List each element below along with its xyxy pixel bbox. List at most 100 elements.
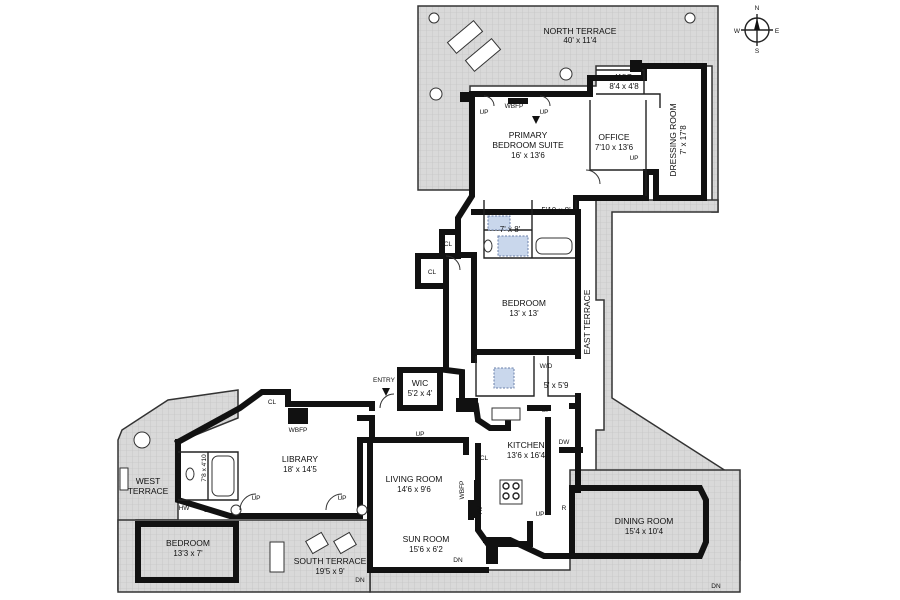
west-terrace-name-1: WEST bbox=[136, 476, 161, 486]
up-label: UP bbox=[535, 511, 544, 518]
primary-suite-name-1: PRIMARY bbox=[509, 130, 548, 140]
north-terrace-dim: 40' x 11'4 bbox=[563, 36, 597, 45]
column-kitchen bbox=[456, 398, 478, 412]
toilet-west bbox=[185, 467, 195, 481]
planter bbox=[428, 12, 440, 24]
column-office bbox=[460, 92, 470, 102]
shower-lower bbox=[493, 367, 515, 389]
lounge-chair-south bbox=[333, 531, 357, 555]
toilet-suite bbox=[483, 239, 493, 253]
compass-s: S bbox=[755, 48, 760, 55]
compass-e: E bbox=[775, 28, 780, 35]
bath-primary-dim: 5'10 x 8' bbox=[541, 206, 571, 215]
wbfp-label: WBFP bbox=[505, 103, 524, 110]
dishwasher-label: DW bbox=[559, 439, 571, 446]
entry-label: ENTRY bbox=[373, 377, 396, 384]
wic-top-name: WIC bbox=[616, 72, 633, 82]
dn-label: DN bbox=[453, 557, 463, 564]
planter bbox=[429, 87, 443, 101]
dressing-room-dim: 7' x 17'8 bbox=[679, 125, 688, 155]
living-room-dim: 14'6 x 9'6 bbox=[397, 485, 431, 494]
up-label: UP bbox=[203, 507, 212, 514]
entry-spine-wall bbox=[443, 283, 465, 403]
entry-arrow bbox=[382, 388, 390, 396]
closet-label: CL bbox=[444, 241, 453, 248]
primary-suite-name-2: BEDROOM SUITE bbox=[492, 140, 564, 150]
lounge-chair bbox=[464, 38, 502, 72]
library-east-wall bbox=[357, 415, 375, 443]
up-label: UP bbox=[539, 109, 548, 116]
bath-west-walls bbox=[178, 451, 239, 501]
tub-west bbox=[211, 455, 235, 497]
fireplace-library bbox=[288, 408, 308, 424]
up-label: UP bbox=[415, 431, 424, 438]
sun-room-dim: 15'6 x 6'2 bbox=[409, 545, 443, 554]
wic-entry-name: WIC bbox=[412, 378, 429, 388]
north-terrace-name: NORTH TERRACE bbox=[544, 26, 617, 36]
dining-room-name: DINING ROOM bbox=[615, 516, 674, 526]
office-dim: 7'10 x 13'6 bbox=[595, 143, 634, 152]
wic-entry-walls bbox=[397, 367, 443, 411]
column-ne bbox=[630, 60, 642, 72]
west-terrace-name-2: TERRACE bbox=[128, 486, 169, 496]
library-walls bbox=[173, 389, 375, 519]
bedroom-mid-dim: 13' x 13' bbox=[509, 309, 539, 318]
compass-n: N bbox=[755, 5, 760, 12]
fireplace-suite bbox=[508, 98, 528, 104]
north-terrace-area bbox=[417, 5, 719, 213]
planter bbox=[559, 67, 573, 81]
up-label: UP bbox=[479, 109, 488, 116]
office-partition bbox=[589, 100, 647, 196]
compass-w: W bbox=[734, 28, 741, 35]
burner bbox=[512, 492, 520, 500]
round-table bbox=[133, 431, 151, 449]
primary-suite-dim: 16' x 13'6 bbox=[511, 151, 545, 160]
washer-dryer-label: W/D bbox=[540, 363, 553, 370]
lower-bath-walls bbox=[475, 356, 578, 397]
up-label: UP bbox=[251, 495, 260, 502]
chaise bbox=[119, 467, 129, 491]
dining-table-terrace bbox=[269, 541, 285, 573]
door-swing bbox=[239, 493, 257, 511]
south-terrace-dim: 19'5 x 9' bbox=[315, 567, 345, 576]
shower-small bbox=[487, 215, 511, 231]
wic-top-wall bbox=[596, 69, 661, 108]
wbfp-label: WBFP bbox=[459, 481, 466, 500]
bath-small-dim: 7' x 8' bbox=[500, 225, 521, 234]
suite-top-wall bbox=[469, 63, 707, 215]
planter bbox=[356, 504, 368, 516]
south-terrace-area bbox=[117, 519, 371, 593]
compass-icon bbox=[741, 14, 773, 46]
burner bbox=[502, 492, 510, 500]
kitchen-island bbox=[491, 407, 521, 421]
planter bbox=[230, 504, 242, 516]
av-label: AV bbox=[477, 505, 484, 514]
living-room-name: LIVING ROOM bbox=[386, 474, 443, 484]
up-label: UP bbox=[629, 155, 638, 162]
closet-label: CL bbox=[428, 269, 437, 276]
library-dim: 18' x 14'5 bbox=[283, 465, 317, 474]
sun-room-name: SUN ROOM bbox=[403, 534, 450, 544]
water-heater-label: HW bbox=[179, 505, 191, 512]
burner bbox=[512, 482, 520, 490]
closet-label: CL bbox=[480, 455, 489, 462]
east-terrace-name: EAST TERRACE bbox=[582, 289, 592, 354]
lounge-chair bbox=[446, 20, 484, 54]
refrigerator-label: R bbox=[562, 505, 567, 512]
bedroom-mid-name: BEDROOM bbox=[502, 298, 546, 308]
dining-room-walls bbox=[569, 485, 709, 559]
planter bbox=[684, 12, 696, 24]
library-name: LIBRARY bbox=[282, 454, 319, 464]
burner bbox=[502, 482, 510, 490]
wic-top-dim: 8'4 x 4'8 bbox=[609, 82, 639, 91]
bedroom-west-name: BEDROOM bbox=[166, 538, 210, 548]
dn-label: DN bbox=[711, 583, 721, 590]
kitchen-walls bbox=[472, 402, 583, 547]
bath-west-dim: 7'8 x 4'10 bbox=[201, 454, 208, 482]
kitchen-dim: 13'6 x 16'4 bbox=[507, 451, 546, 460]
column-sun bbox=[486, 540, 498, 564]
lounge-chair-south bbox=[305, 531, 329, 555]
shower-suite bbox=[497, 235, 529, 257]
door-swing bbox=[325, 493, 343, 511]
up-label: UP bbox=[541, 407, 550, 414]
